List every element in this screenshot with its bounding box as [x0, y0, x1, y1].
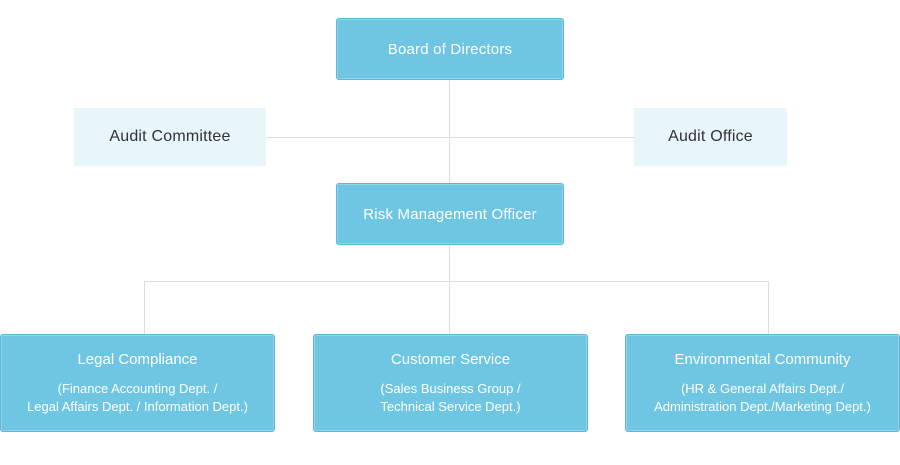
customer-service-line-2: Technical Service Dept.)	[380, 398, 521, 414]
board-of-directors-label: Board of Directors	[387, 40, 513, 58]
audit-office-box: Audit Office	[634, 108, 787, 166]
legal-compliance-box: Legal Compliance (Finance Accounting Dep…	[0, 334, 275, 432]
audit-office-label: Audit Office	[668, 128, 753, 145]
environmental-community-box: Environmental Community (HR & General Af…	[625, 334, 900, 432]
legal-compliance-title: Legal Compliance	[77, 350, 198, 368]
connector-audit-horizontal	[265, 137, 635, 138]
customer-service-title: Customer Service	[390, 350, 511, 368]
customer-service-line-1: (Sales Business Group /	[380, 380, 521, 396]
board-of-directors-box: Board of Directors	[336, 18, 564, 80]
connector-branch-horizontal	[144, 281, 769, 282]
legal-compliance-line-2: Legal Affairs Dept. / Information Dept.)	[27, 398, 248, 414]
environmental-community-line-2: Administration Dept./Marketing Dept.)	[654, 398, 871, 414]
connector-risk-to-branch	[449, 245, 450, 335]
legal-compliance-line-1: (Finance Accounting Dept. /	[57, 380, 218, 396]
audit-committee-label: Audit Committee	[109, 128, 231, 145]
connector-board-to-risk	[449, 80, 450, 184]
connector-to-environmental	[768, 281, 769, 335]
connector-to-legal	[144, 281, 145, 335]
environmental-community-title: Environmental Community	[674, 350, 851, 368]
environmental-community-line-1: (HR & General Affairs Dept./	[680, 380, 845, 396]
risk-management-officer-box: Risk Management Officer	[336, 183, 564, 245]
customer-service-box: Customer Service (Sales Business Group /…	[313, 334, 588, 432]
risk-management-officer-label: Risk Management Officer	[363, 205, 537, 223]
audit-committee-box: Audit Committee	[74, 108, 266, 166]
